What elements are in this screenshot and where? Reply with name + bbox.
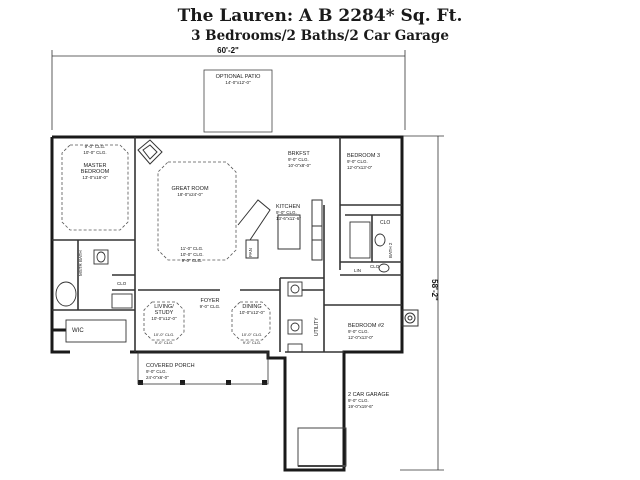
porch-name: COVERED PORCH [146, 363, 195, 369]
great-room-clg-1: 11'-0" CLG. [181, 246, 204, 251]
dining-name: DINING [242, 304, 261, 310]
bath2-name: BATH 2 [388, 242, 393, 258]
brkfst-size: 10'-0"x8'-0" [288, 163, 311, 168]
master-tray-ceiling [61, 144, 129, 231]
bedroom2-size: 12'-0"x13'-0" [348, 335, 374, 340]
utility-appliances [287, 281, 303, 353]
great-room-size: 18'-0"x24'-0" [177, 192, 203, 197]
living-name: LIVING/ [154, 304, 174, 310]
porch-ceiling: 9'-0" CLG. [146, 369, 167, 374]
living-tray-ceiling [143, 301, 185, 341]
porch-columns [138, 380, 267, 385]
porch-size: 24'-0"x6'-0" [146, 375, 169, 380]
dining-size: 10'-0"x12'-0" [239, 310, 265, 315]
exterior-walls [50, 135, 404, 472]
clo-master-name: CLO [117, 281, 127, 286]
patio-outline [203, 69, 273, 133]
master-name: MASTER [84, 163, 107, 169]
master-bath-name: MSTR BATH [78, 250, 83, 276]
clo-b3-name: CLO [380, 220, 390, 226]
utility-name: UTILITY [314, 317, 320, 336]
porch-outline [137, 351, 269, 385]
bedroom3-ceiling: 9'-0" CLG. [347, 159, 368, 164]
width-dimension [51, 50, 406, 130]
width-label: 60'-2" [217, 46, 239, 55]
garage-name: 2 CAR GARAGE [348, 392, 390, 398]
kitchen-counters [237, 199, 323, 261]
foyer-name: FOYER [201, 298, 220, 304]
great-room-clg-2: 10'-0" CLG. [180, 252, 203, 257]
fireplace-icon [137, 139, 163, 165]
kitchen-ceiling: 9'-0" CLG. [276, 210, 297, 215]
living-clg-1: 10'-0" CLG. [154, 332, 175, 337]
great-room-tray-ceiling [157, 161, 237, 261]
garage-door [297, 427, 347, 467]
clo-b2-name: CLO [370, 264, 380, 269]
lin-name: LIN [354, 268, 361, 273]
great-room-name: GREAT ROOM [171, 186, 208, 192]
patio-size: 14'-0"x12'-0" [225, 80, 251, 85]
dining-clg-1: 10'-0" CLG. [242, 332, 263, 337]
master-name-2: BEDROOM [81, 169, 110, 175]
bath-fixtures [55, 221, 390, 343]
garage-size: 19'-0"x19'-6" [348, 404, 374, 409]
living-clg-2: 9'-0" CLG. [155, 340, 173, 345]
master-ceiling: 9'-0" CLG. [85, 144, 106, 149]
pan-name: PAN [248, 248, 253, 257]
brkfst-name: BRKFST [288, 151, 310, 157]
kitchen-name: KITCHEN [276, 204, 300, 210]
master-ceiling-2: 10'-0" CLG. [83, 150, 106, 155]
living-size: 10'-0"x12'-0" [151, 316, 177, 321]
garage-ceiling: 9'-0" CLG. [348, 398, 369, 403]
master-size: 13'-0"x18'-0" [82, 175, 108, 180]
bedroom2-ceiling: 9'-0" CLG. [348, 329, 369, 334]
kitchen-size: 13'-6"x11'-6" [276, 216, 301, 221]
living-name-2: STUDY [155, 310, 174, 316]
great-room-clg-3: 9'-0" CLG. [182, 258, 203, 263]
interior-walls [52, 137, 402, 353]
brkfst-ceiling: 9'-0" CLG. [288, 157, 309, 162]
plan-subtitle: 3 Bedrooms/2 Baths/2 Car Garage [191, 28, 449, 44]
bedroom3-name: BEDROOM 3 [347, 153, 380, 159]
depth-dimension [400, 135, 444, 471]
ac-unit-icon [401, 309, 419, 327]
foyer-ceiling: 9'-0" CLG. [200, 304, 221, 309]
depth-label: 58'-2" [430, 279, 439, 301]
bedroom2-name: BEDROOM #2 [348, 323, 384, 329]
plan-title: The Lauren: A B 2284* Sq. Ft. [177, 6, 463, 26]
patio-name: OPTIONAL PATIO [216, 74, 262, 80]
wic-name: WIC [72, 328, 84, 334]
dining-clg-2: 9'-0" CLG. [243, 340, 261, 345]
bedroom3-size: 12'-0"x13'-0" [347, 165, 373, 170]
dining-tray-ceiling [231, 301, 271, 341]
